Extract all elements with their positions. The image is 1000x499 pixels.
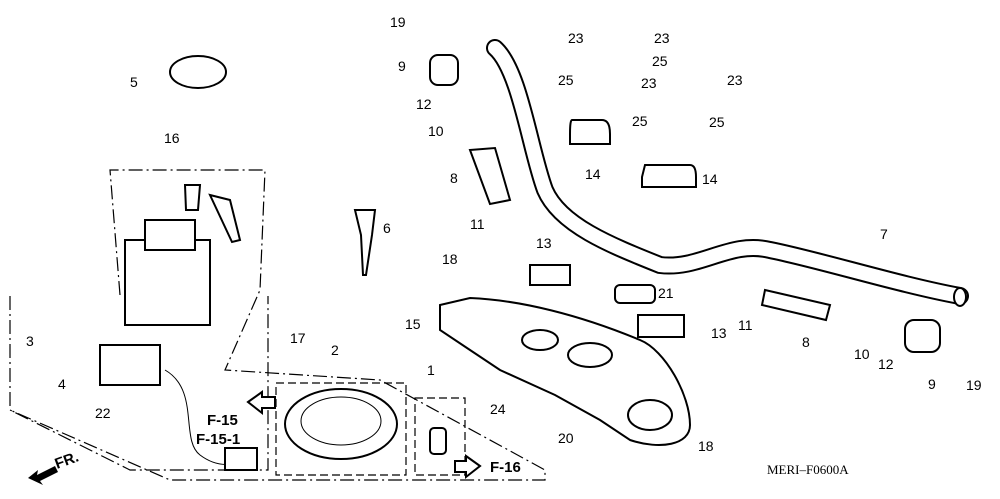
callout-18: 18 — [442, 251, 458, 267]
callout-4: 4 — [58, 376, 66, 392]
lock-box — [414, 397, 466, 476]
arrow-left-icon — [246, 390, 276, 416]
callout-18: 18 — [698, 438, 714, 454]
fuel-cap-box — [275, 382, 407, 476]
callout-10: 10 — [428, 123, 444, 139]
callout-13: 13 — [711, 325, 727, 341]
callout-16: 16 — [164, 130, 180, 146]
callout-25: 25 — [632, 113, 648, 129]
callout-11: 11 — [470, 216, 485, 232]
callout-17: 17 — [290, 330, 306, 346]
diagram-code: MERI–F0600A — [767, 462, 849, 477]
callout-8: 8 — [802, 334, 810, 350]
callout-10: 10 — [854, 346, 870, 362]
callout-23: 23 — [654, 30, 670, 46]
ignition-group-frame — [9, 296, 269, 471]
callout-8: 8 — [450, 170, 458, 186]
callout-7: 7 — [880, 226, 888, 242]
callout-19: 19 — [966, 377, 982, 393]
callout-23: 23 — [641, 75, 657, 91]
ref-f16[interactable]: F-16 — [490, 459, 521, 476]
callout-25: 25 — [652, 53, 668, 69]
callout-12: 12 — [416, 96, 432, 112]
callout-12: 12 — [878, 356, 894, 372]
callout-23: 23 — [568, 30, 584, 46]
front-direction-label: FR. — [53, 449, 82, 473]
callout-20: 20 — [558, 430, 574, 446]
callout-5: 5 — [130, 74, 138, 90]
callout-9: 9 — [928, 376, 936, 392]
callout-14: 14 — [585, 166, 601, 182]
callout-22: 22 — [95, 405, 111, 421]
ref-f15-1[interactable]: F-15-1 — [196, 431, 240, 448]
callout-25: 25 — [709, 114, 725, 130]
callout-11: 11 — [738, 317, 753, 333]
callout-3: 3 — [26, 333, 34, 349]
callout-1: 1 — [427, 362, 435, 378]
front-arrow-icon — [28, 466, 58, 485]
callout-25: 25 — [558, 72, 574, 88]
callout-15: 15 — [405, 316, 421, 332]
ref-f15[interactable]: F-15 — [207, 412, 238, 429]
callout-9: 9 — [398, 58, 406, 74]
callout-21: 21 — [658, 285, 674, 301]
callout-2: 2 — [331, 342, 339, 358]
callout-19: 19 — [390, 14, 406, 30]
callout-23: 23 — [727, 72, 743, 88]
callout-14: 14 — [702, 171, 718, 187]
callout-24: 24 — [490, 401, 506, 417]
kit-frame — [9, 169, 546, 481]
arrow-right-icon — [454, 454, 482, 480]
callout-6: 6 — [383, 220, 391, 236]
top-bridge — [439, 296, 692, 446]
callout-13: 13 — [536, 235, 552, 251]
